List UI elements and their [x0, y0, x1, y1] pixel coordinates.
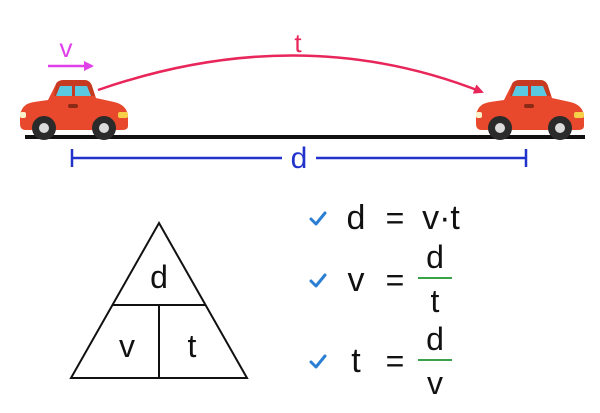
formula-3-lhs: t [351, 342, 361, 380]
triangle-bottom-left-v: v [119, 328, 135, 364]
formula-2-denominator: t [431, 283, 440, 319]
car-icon [476, 80, 584, 140]
formula-3-numerator: d [426, 321, 444, 357]
formula-triangle: d v t [69, 220, 249, 379]
formula-2-lhs: v [348, 261, 365, 299]
speed-label: v [60, 33, 73, 63]
formula-3-equals: = [386, 343, 405, 379]
check-icon [309, 273, 327, 288]
check-icon [309, 211, 327, 226]
formula-speed: v = d t [309, 239, 452, 319]
formula-3-denominator: v [427, 365, 443, 401]
car-icon [20, 80, 128, 140]
formula-2-numerator: d [426, 239, 444, 275]
distance-label: d [291, 142, 308, 175]
formula-time: t = d v [309, 321, 452, 401]
formula-1-equals: = [386, 200, 405, 236]
time-arc [97, 54, 484, 94]
formula-2-equals: = [386, 262, 405, 298]
formula-1-lhs: d [347, 199, 366, 237]
formula-1-rhs: v·t [422, 199, 460, 237]
formula-distance: d = v·t [309, 199, 460, 237]
check-icon [309, 354, 327, 369]
triangle-top-d: d [150, 259, 168, 295]
time-label: t [294, 28, 302, 58]
triangle-bottom-right-t: t [188, 328, 197, 364]
